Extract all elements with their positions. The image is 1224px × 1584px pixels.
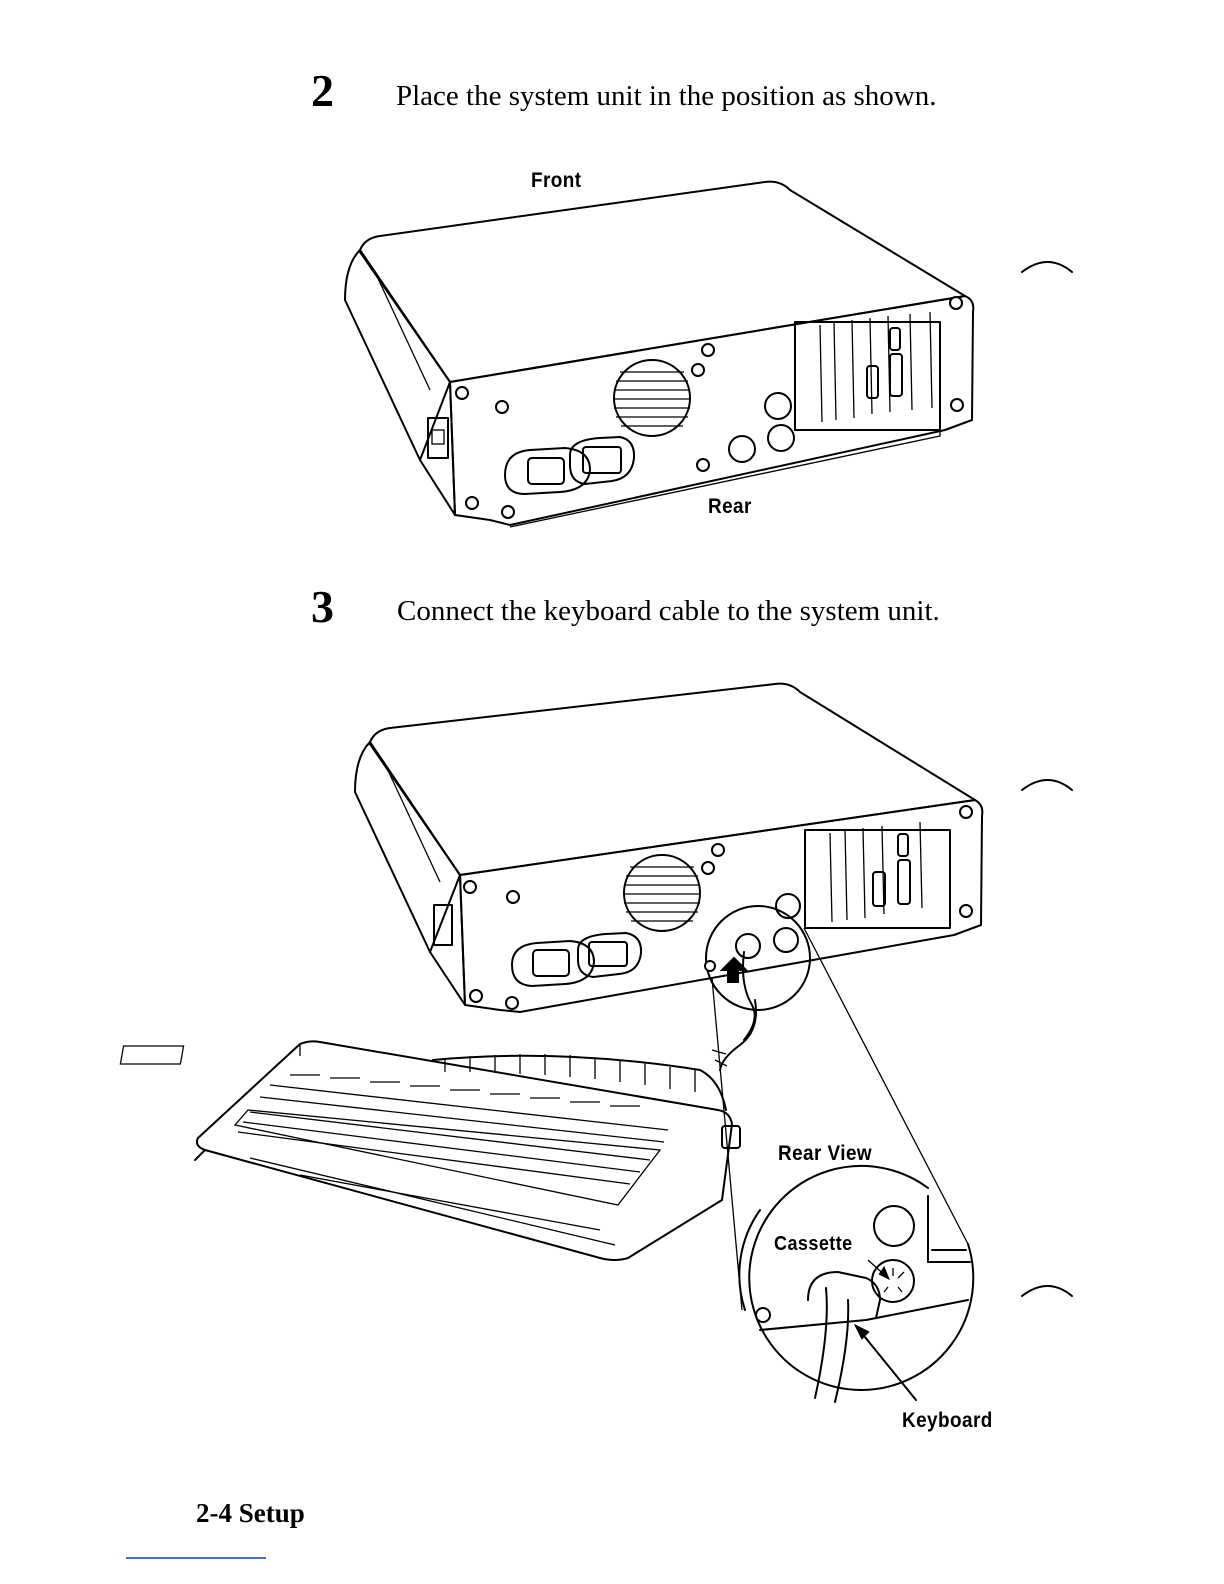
footer-rule — [126, 1557, 266, 1559]
page-footer: 2-4 Setup — [196, 1498, 305, 1529]
